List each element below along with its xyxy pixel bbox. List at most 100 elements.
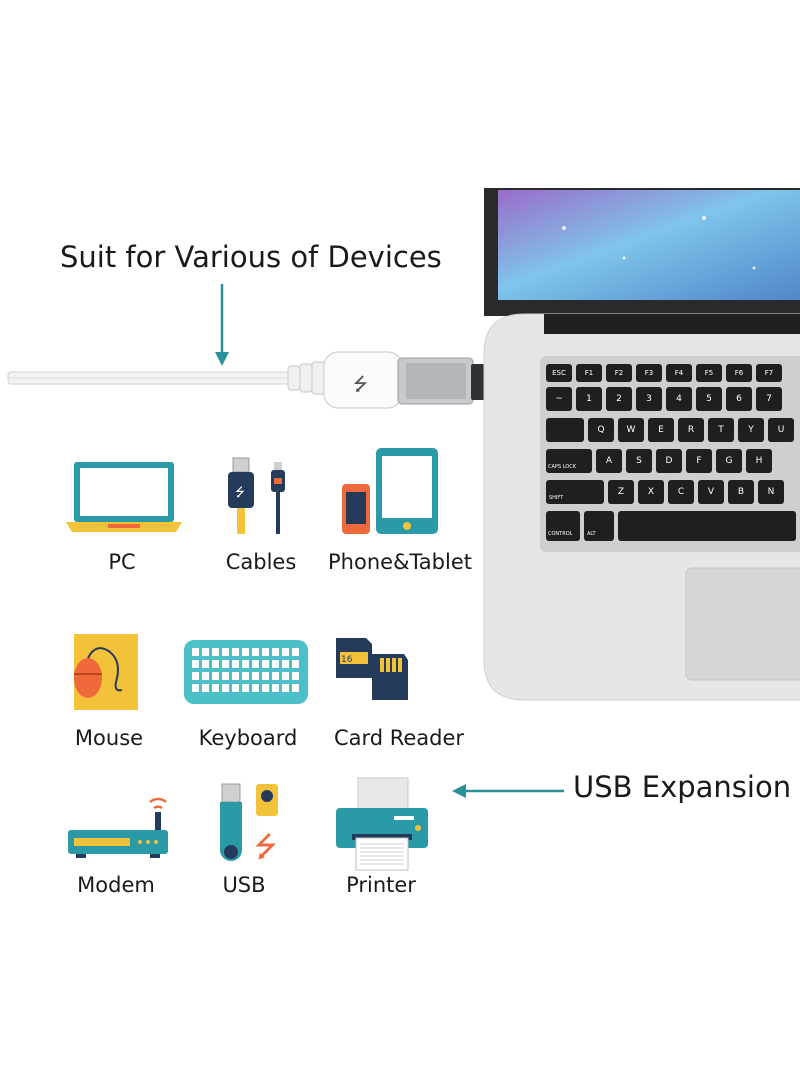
svg-text:⭍: ⭍ bbox=[235, 485, 245, 499]
laptop-keyboard: ESC F1 F2 F3 F4 F5 F6 F7 ~ 1 2 3 4 5 6 7… bbox=[546, 364, 800, 546]
keyboard-icon-key bbox=[282, 660, 289, 668]
keyboard-icon-key bbox=[242, 648, 249, 656]
key-b: B bbox=[728, 480, 754, 504]
keyboard-icon-key bbox=[292, 648, 299, 656]
keyboard-icon-key bbox=[232, 672, 239, 680]
key-n: N bbox=[758, 480, 784, 504]
keyboard-icon-key bbox=[212, 672, 219, 680]
sd-card-icon: 16 bbox=[336, 638, 408, 700]
key-5: 5 bbox=[696, 387, 722, 411]
keyboard-icon-key bbox=[222, 684, 229, 692]
keyboard-icon-key bbox=[252, 660, 259, 668]
keyboard-icon-key bbox=[222, 672, 229, 680]
keyboard-icon-key bbox=[252, 672, 259, 680]
keyboard-icon-key bbox=[202, 672, 209, 680]
keyboard-icon-key bbox=[262, 648, 269, 656]
key-d: D bbox=[656, 449, 682, 473]
keyboard-icon-key bbox=[222, 660, 229, 668]
key-e: E bbox=[648, 418, 674, 442]
svg-text:16: 16 bbox=[341, 655, 353, 665]
device-label-phone-tablet: Phone&Tablet bbox=[328, 550, 472, 574]
key-u: U bbox=[768, 418, 794, 442]
key-v: V bbox=[698, 480, 724, 504]
key-1: 1 bbox=[576, 387, 602, 411]
keyboard-icon-key bbox=[192, 648, 199, 656]
keyboard-icon-key bbox=[242, 660, 249, 668]
device-label-cables: Cables bbox=[225, 550, 297, 574]
keyboard-icon-key bbox=[252, 648, 259, 656]
keyboard-icon-key bbox=[292, 660, 299, 668]
printer-icon bbox=[336, 777, 428, 871]
key-h: H bbox=[746, 449, 772, 473]
device-label-modem: Modem bbox=[77, 873, 155, 897]
key-f3: F3 bbox=[636, 364, 662, 382]
key-z: Z bbox=[608, 480, 634, 504]
headline: Suit for Various of Devices bbox=[60, 240, 442, 274]
keyboard-icon-key bbox=[192, 684, 199, 692]
keyboard-icon-key bbox=[202, 648, 209, 656]
keyboard-icon-key bbox=[262, 684, 269, 692]
keyboard-icon-key bbox=[272, 672, 279, 680]
usb-adapter-cable: ⭍ bbox=[7, 351, 489, 409]
left-arrow-icon bbox=[452, 784, 564, 798]
keyboard-icon-key bbox=[272, 660, 279, 668]
laptop-icon bbox=[66, 462, 182, 532]
key-space bbox=[618, 511, 796, 541]
keyboard-icon-key bbox=[272, 648, 279, 656]
keyboard-icon-key bbox=[292, 684, 299, 692]
keyboard-icon-key bbox=[232, 684, 239, 692]
key-4: 4 bbox=[666, 387, 692, 411]
usb-cable-icon: ⭍ bbox=[228, 457, 285, 534]
key-f4: F4 bbox=[666, 364, 692, 382]
keyboard-icon-key bbox=[192, 660, 199, 668]
down-arrow-icon bbox=[215, 284, 229, 366]
key-x: X bbox=[638, 480, 664, 504]
device-label-printer: Printer bbox=[346, 873, 416, 897]
svg-text:⭍: ⭍ bbox=[353, 374, 368, 395]
keyboard-icon-key bbox=[272, 684, 279, 692]
device-label-keyboard: Keyboard bbox=[198, 726, 298, 750]
key-caps-lock: CAPS LOCK bbox=[546, 449, 592, 473]
keyboard-icon-key bbox=[202, 660, 209, 668]
key-f: F bbox=[686, 449, 712, 473]
key-control: CONTROL bbox=[546, 511, 580, 541]
keyboard-icon-key bbox=[282, 672, 289, 680]
key-tilde: ~ bbox=[546, 387, 572, 411]
key-6: 6 bbox=[726, 387, 752, 411]
key-2: 2 bbox=[606, 387, 632, 411]
device-label-pc: PC bbox=[108, 550, 136, 574]
keyboard-icon-key bbox=[282, 684, 289, 692]
key-f7: F7 bbox=[756, 364, 782, 382]
key-tab bbox=[546, 418, 584, 442]
key-q: Q bbox=[588, 418, 614, 442]
keyboard-icon-key bbox=[242, 672, 249, 680]
key-alt: ALT bbox=[584, 511, 614, 541]
keyboard-icon-key bbox=[212, 660, 219, 668]
usb-expansion-label: USB Expansion bbox=[573, 770, 792, 804]
key-w: W bbox=[618, 418, 644, 442]
keyboard-icon-key bbox=[282, 648, 289, 656]
key-t: T bbox=[708, 418, 734, 442]
mouse-icon bbox=[74, 634, 138, 710]
keyboard-icon-key bbox=[242, 684, 249, 692]
key-f6: F6 bbox=[726, 364, 752, 382]
device-label-mouse: Mouse bbox=[74, 726, 144, 750]
key-esc: ESC bbox=[546, 364, 572, 382]
key-c: C bbox=[668, 480, 694, 504]
keyboard-icon-key bbox=[262, 660, 269, 668]
keyboard-icon-key bbox=[192, 672, 199, 680]
svg-text:⭍: ⭍ bbox=[254, 830, 277, 863]
key-f5: F5 bbox=[696, 364, 722, 382]
keyboard-icon-key bbox=[262, 672, 269, 680]
keyboard-icon-key bbox=[202, 684, 209, 692]
key-s: S bbox=[626, 449, 652, 473]
key-f1: F1 bbox=[576, 364, 602, 382]
key-a: A bbox=[596, 449, 622, 473]
key-g: G bbox=[716, 449, 742, 473]
key-shift: SHIFT bbox=[546, 480, 604, 504]
key-7: 7 bbox=[756, 387, 782, 411]
key-y: Y bbox=[738, 418, 764, 442]
keyboard-icon bbox=[184, 640, 308, 704]
keyboard-icon-key bbox=[232, 660, 239, 668]
modem-icon bbox=[68, 797, 168, 858]
